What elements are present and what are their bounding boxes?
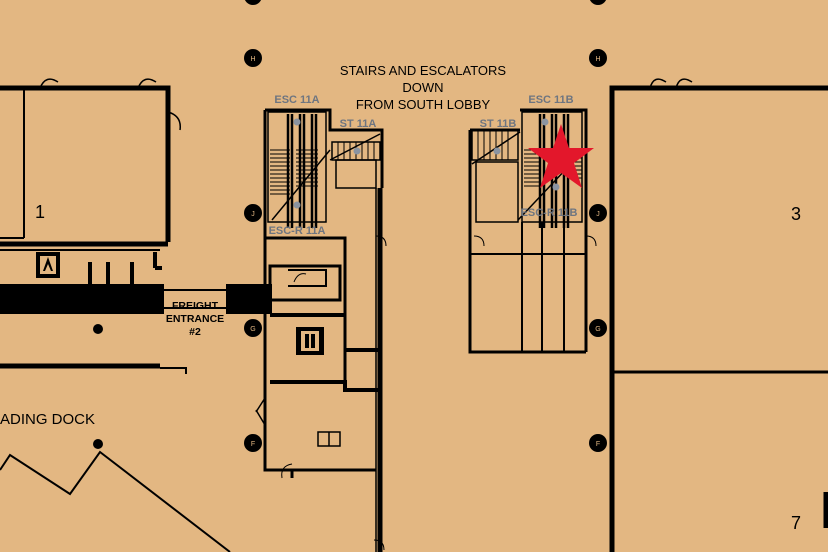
map-title-line-1: STAIRS AND ESCALATORS — [340, 63, 506, 78]
elevator-icon — [36, 252, 60, 278]
column-marker-label: G — [595, 326, 600, 333]
column-marker-label: J — [596, 211, 600, 218]
column-marker — [589, 49, 607, 67]
column-marker — [589, 319, 607, 337]
column-marker — [244, 0, 262, 5]
column-marker — [244, 319, 262, 337]
column-dot — [93, 439, 103, 449]
column-marker-label: H — [250, 56, 255, 63]
column-marker — [244, 204, 262, 222]
column-marker — [589, 0, 607, 5]
column-marker-label: F — [596, 441, 600, 448]
column-marker-label: J — [251, 211, 255, 218]
freight-label-line-1: FREIGHT — [172, 300, 219, 312]
stair-core-11a — [255, 108, 387, 552]
column-marker-label: F — [251, 441, 255, 448]
loading-dock-edge — [0, 450, 231, 552]
column-dot — [93, 324, 103, 334]
elevator-icon — [296, 327, 324, 355]
map-title-line-2: DOWN — [402, 80, 443, 95]
column-marker — [244, 434, 262, 452]
label-escr-11b: ESC-R 11B — [521, 207, 578, 219]
equipment-dots — [293, 118, 560, 209]
area-1-label: 1 — [35, 202, 45, 222]
column-marker-label: G — [250, 326, 255, 333]
column-marker-label: H — [595, 56, 600, 63]
area-3-label: 3 — [791, 204, 801, 224]
left-building — [0, 78, 272, 374]
room-icon — [317, 431, 341, 447]
label-st-11a: ST 11A — [340, 118, 377, 130]
column-marker — [589, 204, 607, 222]
area-7-label: 7 — [791, 513, 801, 533]
map-title-line-3: FROM SOUTH LOBBY — [356, 97, 491, 112]
column-marker — [589, 434, 607, 452]
right-building — [609, 78, 828, 552]
freight-label-line-2: ENTRANCE — [166, 313, 224, 325]
star-icon — [528, 124, 594, 188]
column-marker — [244, 49, 262, 67]
column-markers: H H J J G G F F — [93, 0, 607, 452]
label-st-11b: ST 11B — [480, 118, 517, 130]
label-esc-11a: ESC 11A — [274, 94, 319, 106]
label-escr-11a: ESC-R 11A — [269, 225, 326, 237]
freight-label-line-3: #2 — [189, 326, 201, 338]
loading-dock-label: ADING DOCK — [0, 411, 95, 428]
label-esc-11b: ESC 11B — [528, 94, 573, 106]
